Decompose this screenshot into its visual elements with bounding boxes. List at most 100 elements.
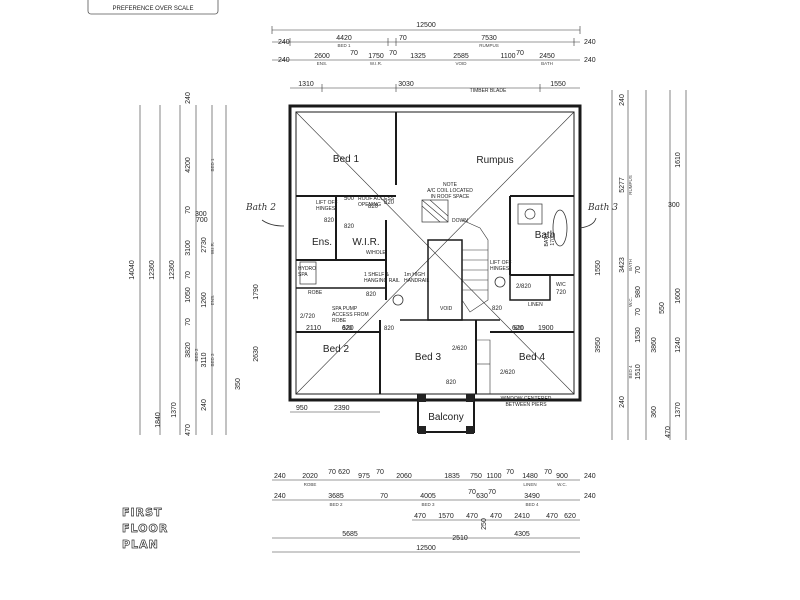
left-a-0: 240 [185,92,192,104]
bot-r1-2: 70 [328,469,336,476]
right-b-4: 1240 [675,337,682,353]
note-bath-size: 1700 [550,234,556,245]
note-hydro: HYDRO [298,266,316,272]
right-a-5: 70 [635,266,642,274]
header-stamp-text: PREFERENCE OVER SCALE [112,6,193,12]
door-d11: 2/620 [500,370,516,376]
door-d12: 620 [514,326,525,332]
bot-r1-11: 1480 [522,473,538,480]
note-ac: A/C COIL LOCATED [427,188,473,194]
bot-r4-0: 5685 [342,531,358,538]
note-bath-label: BATH [544,233,550,246]
note-liftoff-r: LIFT OFF [490,260,512,266]
right-sub-3: BED 4 [628,365,633,379]
left-b-0: 2730 [201,237,208,253]
top-r2-4: 240 [584,39,596,46]
room-ens: Ens. [312,237,332,248]
right-b-3: 1370 [675,402,682,418]
int-bal-w: 2390 [334,405,350,412]
top-r3-sub-2: VOID [455,61,467,66]
int-bed2-w2: 620 [342,325,354,332]
left-extra-0: 300 [195,211,207,218]
int-bal-l: 950 [296,405,308,412]
bot-r1-5: 70 [376,469,384,476]
top-r2-1: 4420 [336,35,352,42]
left-a-10: 470 [185,424,192,436]
left-b-1: 1260 [201,292,208,308]
right-a-6: 1550 [595,260,602,276]
right-a-1: 5277 [619,177,626,193]
timber-blade-label: TIMBER BLADE [470,88,507,94]
note-roof: IN ROOF SPACE [431,194,470,200]
left-sub-4: BED 3 [210,353,215,367]
bot-r1-10: 70 [506,469,514,476]
right-a-8: 70 [635,308,642,316]
top-r4-0: 1310 [298,81,314,88]
left-b-6: 1370 [171,402,178,418]
bot-r4-1: 2510 [452,535,468,542]
top-r2-sub-0: BED 1 [337,43,351,48]
bot-r2-2: 70 [380,493,388,500]
note-down: DOWN [452,218,468,224]
bot-r2-6: 70 [488,489,496,496]
bot-r2-4: 70 [468,489,476,496]
bot-r2-3: 4005 [420,493,436,500]
bot-r2-5: 630 [476,493,488,500]
bot-r3-1: 1570 [438,513,454,520]
right-b-2: 1600 [675,288,682,304]
plan-title-line1: FIRST [122,506,163,519]
left-sub-2: ENS. [210,295,215,306]
room-bed1: Bed 1 [333,154,360,165]
bot-r3-7: 620 [564,513,576,520]
door-d8: 2/620 [452,346,468,352]
right-b-1: 550 [659,302,666,314]
bot-r1-3: 620 [338,469,350,476]
door-d15: 500 [344,196,355,202]
right-b-0: 3950 [595,337,602,353]
left-sub-3: BED 2 [194,348,199,362]
bot-r4-2: 4305 [514,531,530,538]
right-a-4: 3423 [619,257,626,273]
top-r3-sub-0: ENS. [317,61,328,66]
door-d5: 820 [492,306,503,312]
top-overall-dim: 12500 [416,22,436,29]
room-bed4: Bed 4 [519,352,546,363]
top-r2-0: 240 [278,39,290,46]
bot-r1-4: 975 [358,473,370,480]
top-r2-3: 7530 [481,35,497,42]
note-linen: LINEN [528,302,543,308]
bot-r2-1: 3685 [328,493,344,500]
right-dimensions: 240 5277 1610 300 3423 70 1550 980 70 15… [595,90,687,440]
note-piers: BETWEEN PIERS [505,402,547,408]
top-r3-8: 70 [516,50,524,57]
room-bed2: Bed 2 [323,344,350,355]
room-balcony: Balcony [428,412,464,423]
bot-r1-7: 1835 [444,473,460,480]
bot-r1-sub-0: ROBE [304,482,317,487]
note-hinges-l: HINGES [316,206,336,212]
left-a-3: 3100 [185,240,192,256]
left-a-4: 70 [185,271,192,279]
top-r3-0: 240 [278,57,290,64]
left-overall-dim: 14040 [129,260,136,280]
left-a-1: 4200 [185,157,192,173]
top-r3-4: 70 [389,50,397,57]
left-sub-0: BED 1 [210,158,215,172]
bot-r1-9: 1100 [486,473,501,480]
plan-title-line2: FLOOR [122,522,168,535]
bot-r2-7: 3490 [524,493,540,500]
note-opening: OPENING [358,202,381,208]
bot-r3-2: 470 [466,513,478,520]
left-b-5: 1840 [155,412,162,428]
bot-r1-6: 2060 [396,473,412,480]
room-labels: Bed 1 Rumpus Ens. W.I.R. Bath Bed 2 Bed … [312,154,555,423]
top-r3-10: 240 [584,57,596,64]
top-r3-5: 1325 [410,53,426,60]
note-roof-access: ROOF ACCESS [358,196,395,202]
note-wc: W/C [556,282,566,288]
door-d13: 820 [384,200,395,206]
bot-r3-0: 470 [414,513,426,520]
bot-r3-6: 470 [546,513,558,520]
room-rumpus: Rumpus [476,155,513,166]
note-window: WINDOW CENTERED [501,396,552,402]
